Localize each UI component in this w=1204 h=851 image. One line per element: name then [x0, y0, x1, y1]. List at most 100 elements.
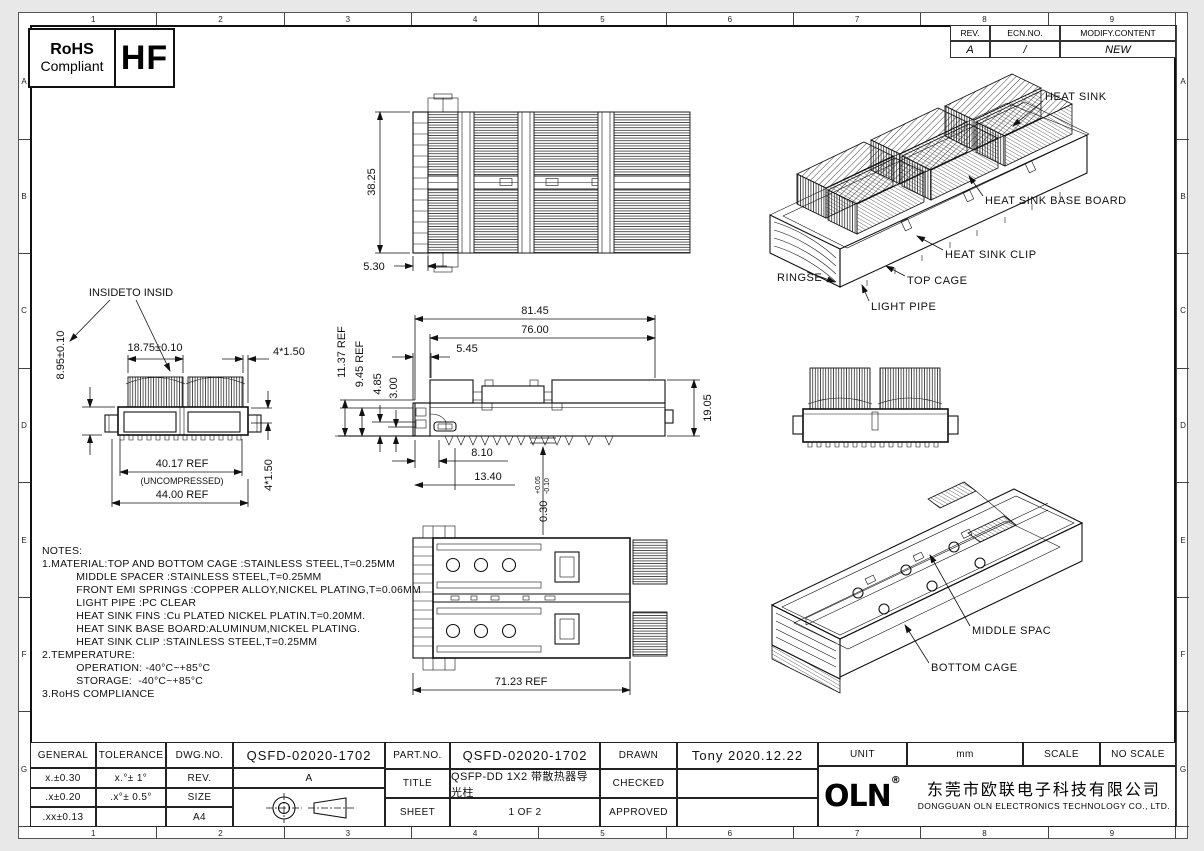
- sheet-label: SHEET: [385, 798, 450, 827]
- title-label: TITLE: [385, 769, 450, 798]
- company-name-cn: 东莞市欧联电子科技有限公司: [926, 782, 1161, 800]
- zone-label: 2: [157, 827, 285, 839]
- front-view-dimensions: INSIDETO INSID 18.75±0.10 8.95±0.10 4*1.…: [55, 287, 305, 507]
- zone-label: G: [1177, 712, 1189, 828]
- dim-18-75: 18.75±0.10: [128, 342, 183, 354]
- zone-label: F: [18, 598, 30, 713]
- ecn-header: ECN.NO.: [990, 25, 1060, 41]
- modify-value: NEW: [1060, 41, 1176, 58]
- dim-0-30-sub: -0.10: [544, 478, 551, 494]
- dim-9-45: 9.45 REF: [354, 340, 366, 387]
- zone-label: C: [1177, 254, 1189, 369]
- dim-44-00: 44.00 REF: [156, 489, 209, 501]
- modify-header: MODIFY.CONTENT: [1060, 25, 1176, 41]
- dim-5-45: 5.45: [456, 343, 477, 355]
- zone-label: E: [18, 483, 30, 598]
- dim-11-37: 11.37 REF: [336, 326, 348, 378]
- zone-label: 9: [1049, 827, 1176, 839]
- side-view: 81.45 76.00 5.45 11.37 REF 9.45 REF 4.85…: [335, 305, 714, 535]
- dim-8-95: 8.95±0.10: [55, 331, 67, 380]
- zone-label: 7: [794, 13, 922, 25]
- unit-value: mm: [907, 742, 1023, 766]
- zone-label: 1: [30, 827, 158, 839]
- company-cell: OLN® 东莞市欧联电子科技有限公司 DONGGUAN OLN ELECTRON…: [818, 766, 1176, 827]
- dim-0-30-sup: +0.05: [535, 476, 542, 494]
- zone-label: C: [18, 254, 30, 369]
- zone-label: B: [1177, 140, 1189, 255]
- zone-label: D: [1177, 369, 1189, 484]
- front-view: INSIDETO INSID 18.75±0.10 8.95±0.10 4*1.…: [55, 287, 305, 507]
- zone-label: E: [1177, 483, 1189, 598]
- sheet-value: 1 OF 2: [450, 798, 600, 827]
- company-name-en: DONGGUAN OLN ELECTRONICS TECHNOLOGY CO.,…: [917, 801, 1170, 812]
- company-names: 东莞市欧联电子科技有限公司 DONGGUAN OLN ELECTRONICS T…: [918, 781, 1170, 812]
- general-header: GENERAL: [30, 742, 96, 768]
- halogen-free-code: HF: [120, 38, 169, 77]
- rev-header: REV.: [950, 25, 990, 41]
- zone-label: B: [18, 140, 30, 255]
- notes-block: NOTES: 1.MATERIAL:TOP AND BOTTOM CAGE :S…: [42, 545, 421, 700]
- light-pipe-label: LIGHT PIPE: [871, 301, 936, 313]
- dim-8-10: 8.10: [471, 447, 492, 459]
- side-view-geometry: [335, 379, 674, 446]
- checked-value: [677, 769, 818, 798]
- dwg-no-value: QSFD-02020-1702: [233, 742, 385, 768]
- zone-label: 6: [667, 827, 794, 839]
- zone-label: 8: [921, 13, 1049, 25]
- zone-label: 3: [285, 13, 412, 25]
- size-value: A4: [166, 807, 233, 827]
- checked-label: CHECKED: [600, 769, 677, 798]
- bottom-view: 71.23 REF: [412, 525, 668, 695]
- tol-linear-1: x.±0.30: [30, 768, 96, 788]
- ringse-label: RINGSE: [777, 272, 822, 284]
- zone-label: F: [1177, 598, 1189, 713]
- title-block: GENERAL TOLERANCE x.±0.30 x.°± 1° .x±0.2…: [30, 742, 1176, 827]
- unit-label: UNIT: [818, 742, 907, 766]
- part-no-value: QSFD-02020-1702: [450, 742, 600, 769]
- rev-label: REV.: [166, 768, 233, 788]
- iso-assembly-callouts: HEAT SINK HEAT SINK BASE BOARD HEAT SINK…: [777, 91, 1127, 313]
- approved-value: [677, 798, 818, 827]
- rear-view-geometry: [792, 367, 959, 448]
- heat-sink-fin-banks: [796, 73, 1073, 235]
- dim-13-40: 13.40: [474, 471, 502, 483]
- zone-label: 8: [921, 827, 1049, 839]
- heat-sink-label: HEAT SINK: [1045, 91, 1107, 103]
- top-view-dimensions: 38.25 5.30: [363, 111, 447, 273]
- ecn-value: /: [990, 41, 1060, 58]
- dim-40-17: 40.17 REF: [156, 458, 209, 470]
- zone-label: A: [1177, 25, 1189, 140]
- rohs-label: RoHS Compliant: [30, 30, 116, 86]
- dim-76-00: 76.00: [521, 324, 549, 336]
- dim-38-25: 38.25: [366, 168, 378, 196]
- rohs-line1: RoHS: [50, 41, 94, 59]
- dim-4-85: 4.85: [372, 373, 384, 394]
- top-cage-label: TOP CAGE: [907, 275, 967, 287]
- zone-label: 2: [157, 13, 285, 25]
- registered-mark: ®: [890, 775, 901, 786]
- zone-label: A: [18, 25, 30, 140]
- projection-symbol: [266, 792, 354, 823]
- zone-label: G: [18, 712, 30, 828]
- dim-0-30: 0.30: [538, 501, 550, 522]
- iso-assembly-view: HEAT SINK HEAT SINK BASE BOARD HEAT SINK…: [769, 73, 1127, 313]
- iso-assembly-geometry: [769, 73, 1090, 288]
- dim-3-00: 3.00: [388, 377, 400, 398]
- rev-value: A: [950, 41, 990, 58]
- drawn-value: Tony 2020.12.22: [677, 742, 818, 769]
- zone-label: 4: [412, 13, 540, 25]
- dim-pitch-top: 4*1.50: [273, 346, 305, 358]
- side-view-dimensions: 81.45 76.00 5.45 11.37 REF 9.45 REF 4.85…: [336, 305, 714, 535]
- rohs-compliance-badge: RoHS Compliant HF: [28, 28, 175, 88]
- heat-sink-clip-label: HEAT SINK CLIP: [945, 249, 1037, 261]
- zone-label: 1: [30, 13, 158, 25]
- rear-view: [792, 367, 959, 448]
- heat-sink-base-board-label: HEAT SINK BASE BOARD: [985, 195, 1127, 207]
- dim-81-45: 81.45: [521, 305, 549, 317]
- drawn-label: DRAWN: [600, 742, 677, 769]
- zone-label: 4: [412, 827, 540, 839]
- rev-value-cell: A: [233, 768, 385, 788]
- top-view: 38.25 5.30: [363, 93, 691, 273]
- zone-label: 5: [539, 13, 667, 25]
